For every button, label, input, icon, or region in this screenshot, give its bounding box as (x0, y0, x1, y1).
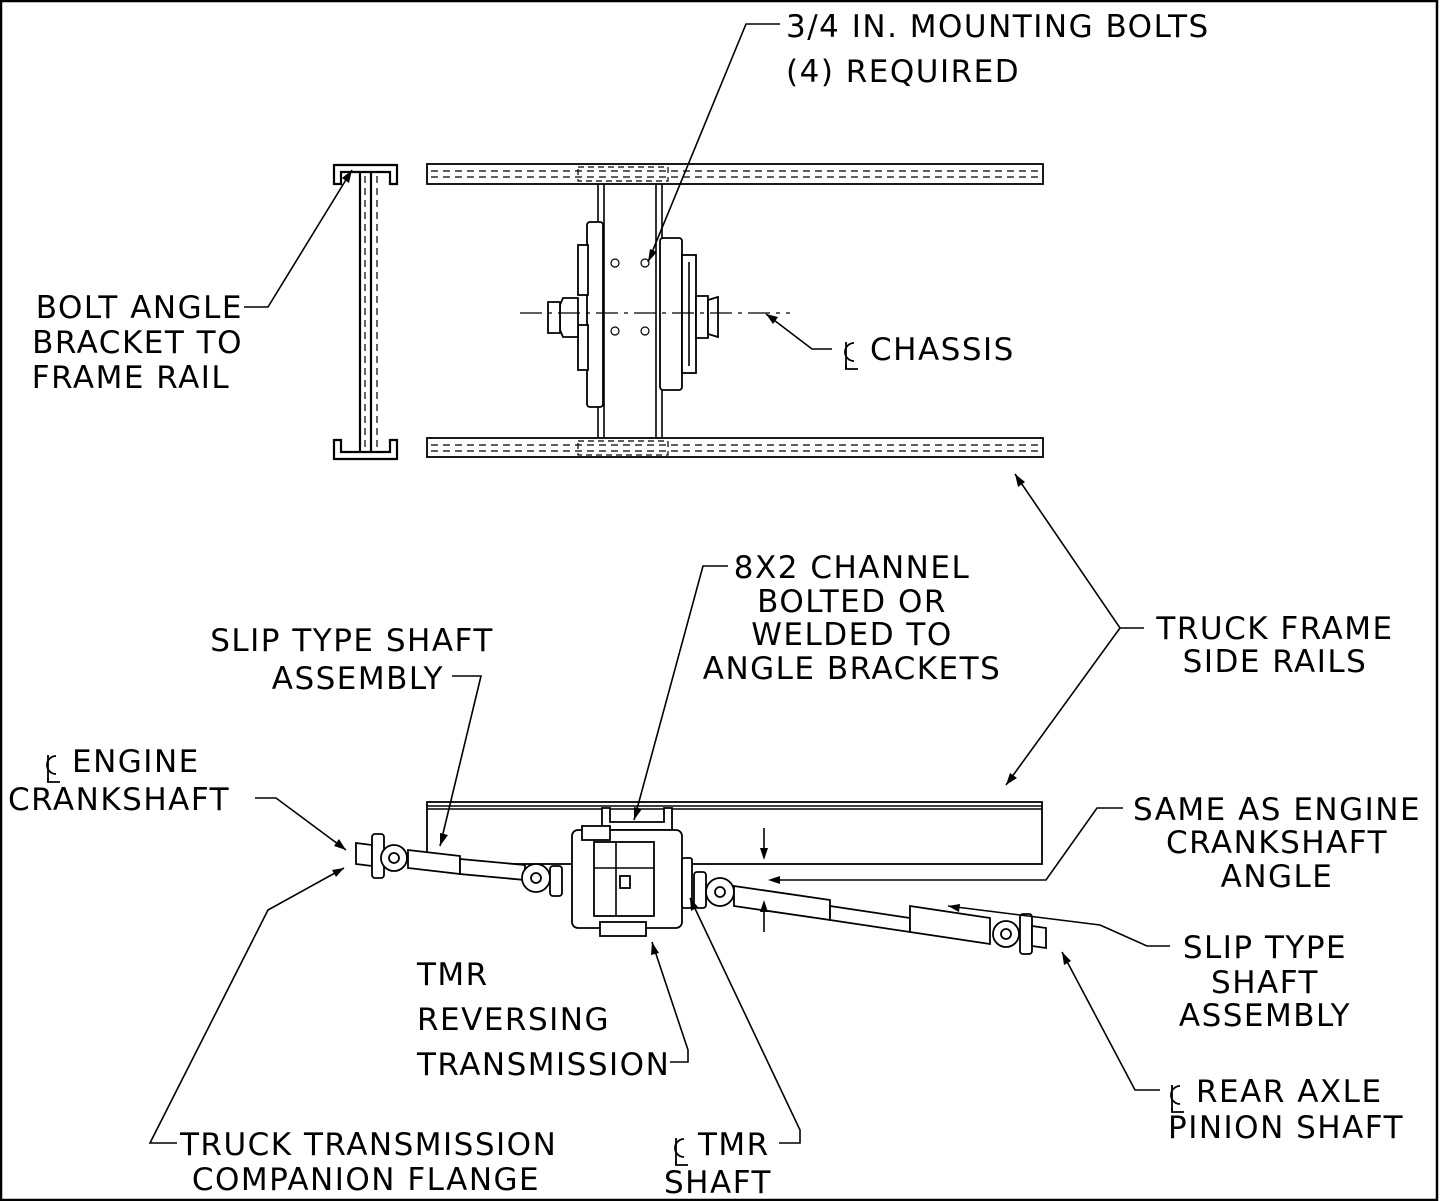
front-drive-shaft (355, 833, 563, 897)
leader-cl-engine (255, 797, 347, 851)
leader-bolt-angle (244, 169, 353, 308)
label-cl-engine-2: CRANKSHAFT (8, 782, 230, 818)
label-cl-tmr-2: SHAFT (664, 1165, 772, 1201)
channel-crossmember-top (597, 184, 663, 438)
label-truck-trans-1: TRUCK TRANSMISSION (179, 1127, 557, 1163)
tmr-transmission-top (547, 221, 719, 408)
label-bolt-angle-1: BOLT ANGLE (36, 290, 243, 326)
label-channel-3: WELDED TO (751, 617, 953, 653)
leader-mounting-bolts (647, 23, 780, 263)
label-truck-trans-2: COMPANION FLANGE (192, 1162, 540, 1198)
frame-rail-top (426, 163, 1044, 185)
label-slip-top-2: ASSEMBLY (272, 661, 444, 697)
centerline-symbol-engine (46, 754, 61, 783)
label-cl-chassis: CHASSIS (870, 332, 1015, 368)
angle-dimension (760, 828, 768, 932)
label-bolt-angle-3: FRAME RAIL (32, 360, 230, 396)
label-same-angle-3: ANGLE (1221, 859, 1334, 895)
label-channel-1: 8X2 CHANNEL (734, 550, 970, 586)
leader-cl-chassis (765, 313, 832, 350)
leader-side-rails (1005, 473, 1144, 786)
label-same-angle-1: SAME AS ENGINE (1133, 792, 1421, 828)
leader-channel (633, 565, 728, 821)
centerline-symbol-tmr (674, 1137, 689, 1166)
label-cl-axle-2: PINION SHAFT (1168, 1110, 1404, 1146)
label-channel-2: BOLTED OR (757, 584, 947, 620)
leader-tmr (651, 941, 689, 1063)
label-same-angle-2: CRANKSHAFT (1166, 825, 1388, 861)
label-side-rails-1: TRUCK FRAME (1155, 611, 1393, 647)
label-bolt-angle-2: BRACKET TO (32, 325, 243, 361)
frame-rail-side-view (426, 801, 1043, 865)
label-mounting-bolts-1: 3/4 IN. MOUNTING BOLTS (786, 9, 1210, 45)
label-slip-right-1: SLIP TYPE (1183, 930, 1347, 966)
label-slip-top-1: SLIP TYPE SHAFT (210, 623, 494, 659)
label-cl-engine-1: ENGINE (72, 744, 200, 780)
leader-cl-tmr (689, 897, 801, 1144)
label-tmr-1: TMR (416, 957, 489, 993)
tmr-transmission-side (571, 825, 693, 937)
label-side-rails-2: SIDE RAILS (1183, 644, 1368, 680)
leader-same-angle (768, 807, 1123, 884)
leader-slip-right (947, 904, 1170, 947)
centerline-symbol-chassis (844, 341, 859, 370)
leader-truck-trans (148, 867, 345, 1144)
frame-rail-section-view (332, 163, 399, 461)
rear-drive-shaft (693, 871, 1047, 955)
label-cl-tmr-1: TMR (697, 1127, 770, 1163)
label-tmr-2: REVERSING (417, 1002, 610, 1038)
leader-slip-top (439, 675, 483, 847)
label-tmr-3: TRANSMISSION (416, 1047, 670, 1083)
centerline-symbol-axle (1170, 1084, 1185, 1113)
frame-rail-bottom (426, 437, 1044, 458)
label-mounting-bolts-2: (4) REQUIRED (786, 54, 1020, 90)
leader-cl-axle (1061, 951, 1160, 1091)
label-slip-right-3: ASSEMBLY (1179, 998, 1351, 1034)
label-channel-4: ANGLE BRACKETS (703, 651, 1002, 687)
label-slip-right-2: SHAFT (1211, 965, 1319, 1001)
label-cl-axle-1: REAR AXLE (1196, 1074, 1383, 1110)
